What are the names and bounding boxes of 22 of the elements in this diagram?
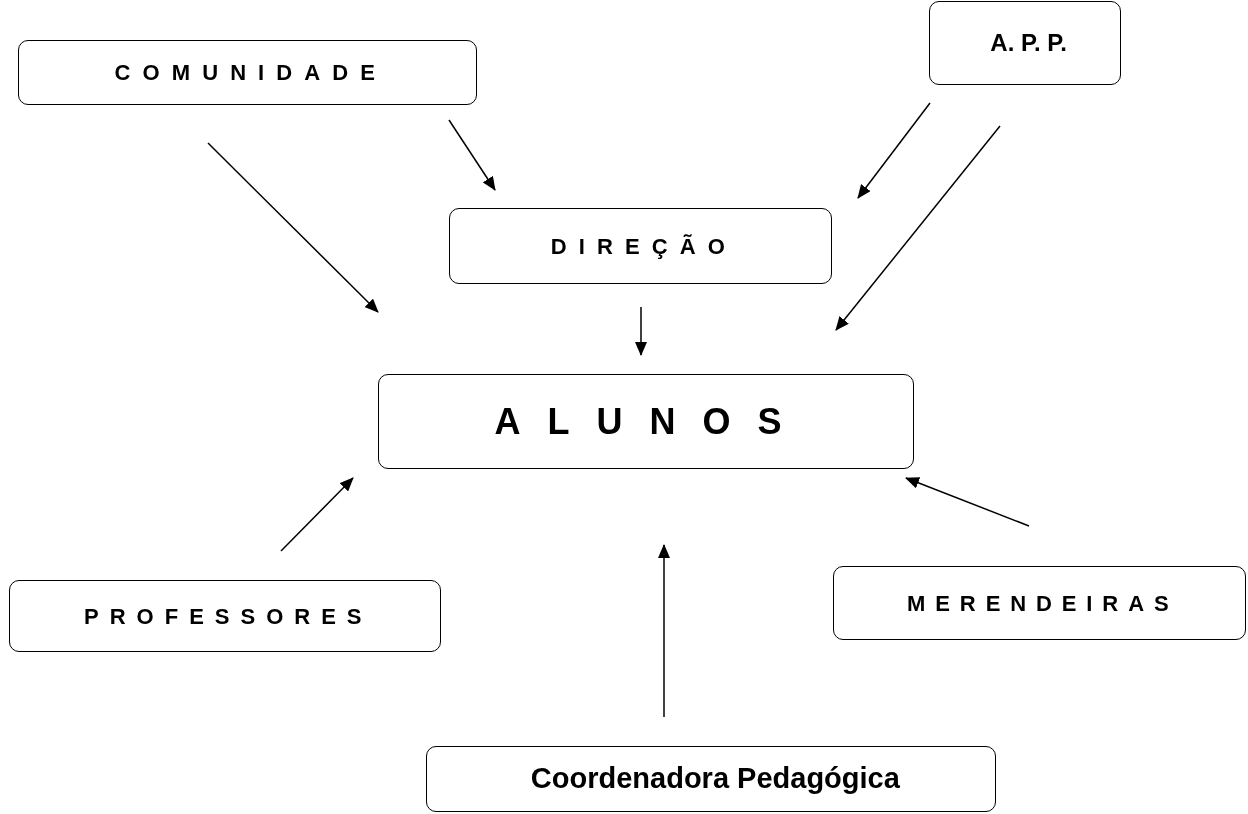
arrow [658, 544, 670, 718]
rounded-box [426, 746, 996, 812]
box-label: Coordenadora Pedagógica [529, 761, 900, 797]
box-label: ALUNOS [493, 399, 809, 444]
arrow [905, 477, 1030, 527]
arrow [835, 125, 1001, 331]
rounded-box [449, 208, 832, 284]
rounded-box [9, 580, 441, 652]
arrow [280, 477, 354, 552]
rounded-box [18, 40, 477, 105]
box-label: MERENDEIRAS [906, 589, 1179, 618]
box-label: DIREÇÃO [549, 232, 737, 261]
box-label: A. P. P. [989, 28, 1067, 58]
arrow [857, 102, 931, 199]
rounded-box [833, 566, 1246, 640]
arrow [635, 306, 647, 356]
box-label: PROFESSORES [83, 602, 373, 631]
box-label: COMUNIDADE [113, 59, 388, 87]
arrow [207, 142, 379, 313]
rounded-box [378, 374, 914, 469]
rounded-box [929, 1, 1121, 85]
arrow [448, 119, 496, 191]
